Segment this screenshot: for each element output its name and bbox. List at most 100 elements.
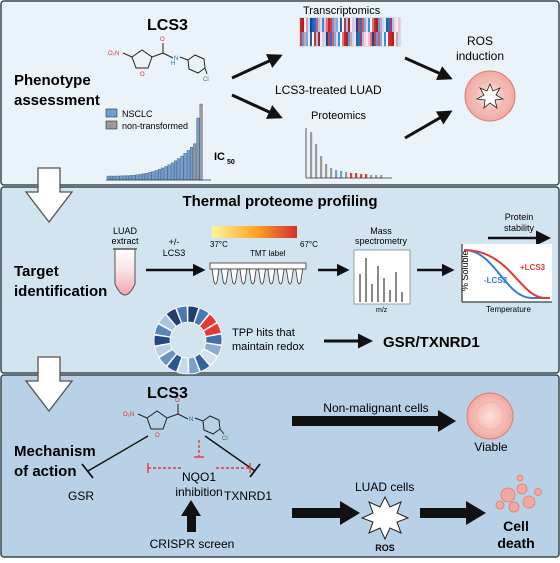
proteomics-peak	[340, 171, 343, 178]
heatmap-cell	[350, 18, 352, 32]
ic50-bar	[132, 175, 136, 181]
legend-nontransformed: non-transformed	[122, 121, 188, 131]
heatmap-cell	[366, 32, 368, 46]
heatmap-cell	[394, 32, 396, 46]
donut-segment	[154, 323, 173, 338]
heatmap-cell	[340, 18, 342, 32]
heatmap-cell	[356, 18, 358, 32]
phenotype-heading-1: Phenotype	[14, 72, 91, 89]
nqo1-label-2: inhibition	[175, 485, 222, 499]
heatmap-cell	[350, 32, 352, 46]
heatmap-cell	[322, 32, 324, 46]
ic50-bar	[126, 175, 129, 181]
donut-segment	[175, 305, 188, 324]
pcr-tube	[230, 268, 239, 285]
target-heading-2: identification	[14, 283, 107, 300]
donut-segment	[154, 343, 173, 358]
tmt-label: TMT label	[250, 249, 286, 258]
heatmap-cell	[388, 18, 390, 32]
targets-label: GSR/TXNRD1	[383, 334, 480, 351]
heatmap-cell	[346, 32, 348, 46]
proteomics-peak	[310, 132, 313, 178]
donut-segment	[187, 305, 200, 324]
heatmap-cell	[316, 18, 318, 32]
heatmap-cell	[384, 32, 386, 46]
proteomics-peak	[360, 174, 363, 178]
ic50-bar	[164, 166, 168, 181]
ms-label-1: Mass	[370, 226, 392, 236]
heatmap-cell	[380, 32, 382, 46]
heatmap-cell	[308, 32, 310, 46]
donut-segment	[158, 348, 177, 367]
heatmap-cell	[326, 32, 328, 46]
lcs3-structure-bottom: O O₂N O N Cl	[123, 398, 228, 442]
svg-text:O: O	[175, 398, 180, 404]
ic50-bar	[122, 175, 126, 181]
heatmap-cell	[360, 18, 362, 32]
heatmap-cell	[328, 18, 330, 32]
soluble-axis-label: % Soluble	[460, 250, 470, 291]
ic50-bar	[151, 171, 155, 181]
heatmap-cell	[384, 18, 386, 32]
proteomics-peak	[365, 174, 368, 178]
svg-text:O: O	[160, 37, 165, 43]
plus-lcs3-label: +LCS3	[520, 263, 546, 272]
heatmap-cell	[348, 18, 350, 32]
heatmap-cell	[378, 18, 380, 32]
arrow-transcriptomics-to-ros	[404, 56, 453, 80]
proteomics-peak	[320, 156, 323, 178]
crispr-label: CRISPR screen	[150, 537, 235, 551]
donut-segment	[203, 322, 222, 337]
ic50-bar	[174, 160, 177, 181]
heatmap-cell	[358, 18, 360, 32]
svg-text:Cl: Cl	[203, 77, 209, 83]
arrow-proteomics-to-ros	[404, 110, 453, 140]
proteomics-label: Proteomics	[311, 110, 367, 122]
pcr-tube	[295, 268, 304, 285]
heatmap-cell	[354, 32, 356, 46]
ic50-bar-chart	[106, 103, 203, 181]
temperature-gradient	[212, 226, 297, 238]
treated-label: LCS3-treated LUAD	[275, 83, 382, 97]
arrow-to-death	[420, 501, 486, 525]
heatmap-cell	[368, 32, 370, 46]
heatmap-cell	[320, 18, 322, 32]
heatmap-cell	[304, 18, 306, 32]
proteomics-peak	[345, 172, 348, 178]
arrow-to-viable	[292, 410, 456, 432]
legend-nsclc-swatch	[105, 108, 118, 118]
heatmap-cell	[330, 18, 332, 32]
heatmap-cell	[352, 18, 354, 32]
donut-segment	[158, 314, 177, 332]
crispr-up-arrow	[181, 500, 201, 532]
luad-cells-label: LUAD cells	[355, 480, 414, 494]
heatmap-cell	[322, 18, 324, 32]
heatmap-cell	[300, 18, 302, 32]
heatmap-cell	[364, 32, 366, 46]
donut-segment	[176, 356, 189, 375]
heatmap-cell	[330, 32, 332, 46]
mechanism-heading-2: of action	[14, 463, 77, 480]
viable-cell-icon	[466, 392, 514, 440]
treat-label-1: +/-	[169, 237, 180, 247]
proteomics-peak	[375, 175, 378, 178]
donut-segment	[199, 348, 218, 366]
donut-segment	[199, 313, 218, 332]
ros-cell-icon	[464, 70, 516, 122]
ic50-bar	[110, 175, 113, 181]
legend-nsclc: NSCLC	[122, 109, 153, 119]
pcr-tube	[267, 268, 276, 285]
temp-low: 37°C	[210, 240, 228, 249]
donut-segment	[153, 334, 171, 347]
ic50-bar	[135, 174, 139, 181]
proteomics-peak	[325, 164, 328, 178]
ic50-bar	[161, 167, 165, 181]
tpp-title: Thermal proteome profiling	[182, 193, 377, 210]
ic50-bar	[196, 117, 200, 181]
treat-label-2: LCS3	[163, 248, 186, 258]
svg-text:N: N	[174, 56, 178, 62]
curve-minus-lcs3	[463, 249, 550, 299]
ic50-bar	[193, 143, 197, 181]
minus-lcs3-label: -LCS3	[484, 276, 508, 285]
